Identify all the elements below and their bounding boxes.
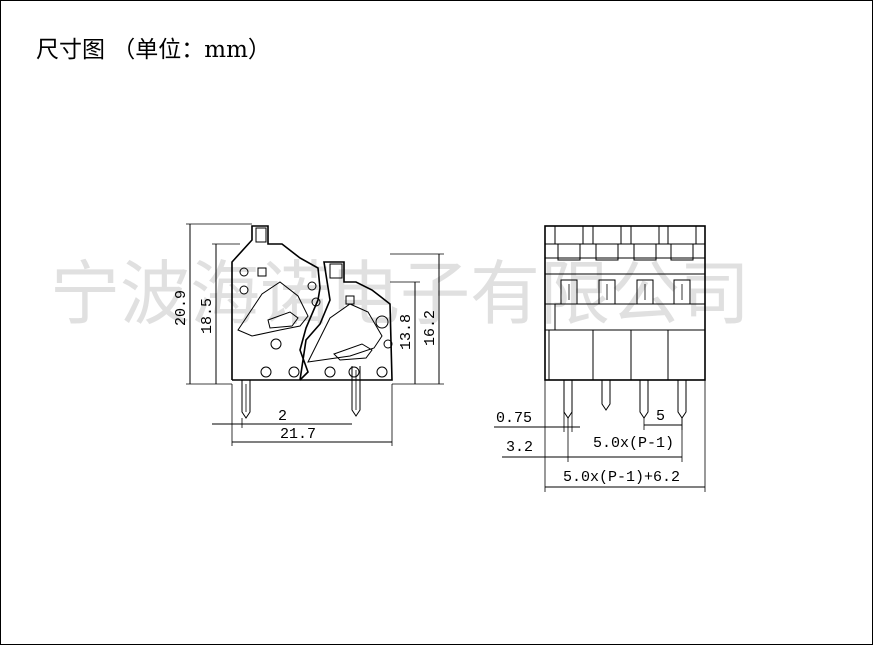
dim-pin-width: 0.75 — [494, 410, 580, 432]
svg-text:5.0x(P-1)+6.2: 5.0x(P-1)+6.2 — [563, 469, 680, 486]
svg-text:5: 5 — [656, 408, 665, 425]
side-view-right-window — [345, 295, 355, 305]
svg-text:18.5: 18.5 — [199, 298, 216, 334]
dim-edge-offset: 3.2 — [502, 380, 683, 492]
side-view-left-lever — [237, 281, 309, 337]
side-view: 20.9 18.5 13.8 16.2 — [173, 223, 444, 446]
dim-width-total: 21.7 — [232, 384, 393, 446]
front-view-poles — [548, 225, 697, 380]
svg-text:21.7: 21.7 — [280, 426, 316, 443]
dim-total-width: 5.0x(P-1)+6.2 — [545, 380, 706, 492]
side-view-left-latch — [255, 227, 267, 243]
svg-text:13.8: 13.8 — [398, 314, 415, 350]
side-view-right-lever-inner — [333, 343, 373, 361]
side-view-right-latch — [329, 263, 343, 279]
svg-text:3.2: 3.2 — [506, 439, 533, 456]
side-view-left-body — [231, 225, 321, 381]
side-view-left-window — [257, 267, 267, 277]
side-view-pins — [241, 366, 361, 419]
dim-height-right: 16.2 — [390, 253, 444, 384]
svg-text:20.9: 20.9 — [173, 290, 190, 326]
drawing-title: 尺寸图 （单位：mm） — [36, 37, 271, 63]
side-view-left-lever-inner — [267, 311, 299, 329]
dim-height-body: 18.5 — [199, 243, 240, 384]
svg-text:16.2: 16.2 — [422, 310, 439, 346]
side-view-holes — [239, 267, 393, 378]
dim-height-total: 20.9 — [173, 223, 252, 385]
front-view-body — [544, 225, 706, 381]
side-view-right-body — [299, 261, 393, 381]
dim-pin-offset: 2 — [212, 384, 352, 446]
svg-text:2: 2 — [278, 408, 287, 425]
dim-pitch: 5 — [643, 408, 683, 430]
watermark: 宁波海诺电子有限公司 — [50, 253, 750, 335]
dim-pitch-span: 5.0x(P-1) — [593, 435, 674, 452]
front-view-pins — [563, 380, 687, 419]
svg-text:0.75: 0.75 — [496, 410, 532, 427]
svg-text:5.0x(P-1): 5.0x(P-1) — [593, 435, 674, 452]
front-view: 0.75 5 3.2 5.0x(P-1) — [494, 225, 706, 492]
side-view-right-lever — [307, 303, 383, 363]
dim-height-inner: 13.8 — [390, 281, 444, 385]
